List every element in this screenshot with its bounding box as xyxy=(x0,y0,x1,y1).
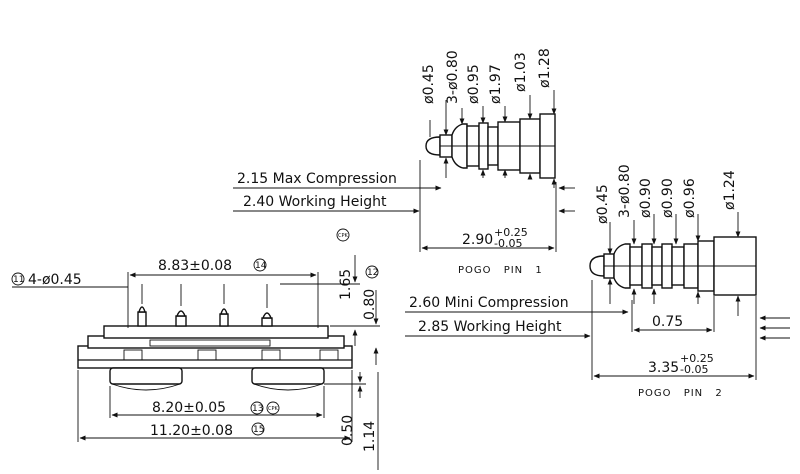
pitch-marker: 14 xyxy=(255,261,267,271)
pin1-working-height: 2.40 Working Height xyxy=(243,194,387,210)
connector-body xyxy=(77,325,353,391)
pin1-length-tol-minus: -0.05 xyxy=(494,237,522,250)
pin2-length-tol-minus: -0.05 xyxy=(680,363,708,376)
inner-marker-2: CPK xyxy=(268,406,279,412)
inner-width-dimension: 8.20±0.05 xyxy=(152,400,226,416)
pin1-outline xyxy=(425,113,556,179)
pin2-length: 3.35 xyxy=(648,360,679,376)
pin2-dim-4: ø0.90 xyxy=(660,178,676,218)
pin1-caption: POGO PIN 1 xyxy=(458,265,543,276)
pin1-length-tol-plus: +0.25 xyxy=(494,226,528,239)
pin2-caption: POGO PIN 2 xyxy=(638,388,723,399)
pin2-dim-5: ø0.96 xyxy=(682,178,698,218)
pin2-length-tol-plus: +0.25 xyxy=(680,352,714,365)
pin1-length: 2.90 xyxy=(462,232,493,248)
pitch-dimension: 8.83±0.08 xyxy=(158,258,232,274)
outer-marker: 15 xyxy=(253,425,264,435)
offset-dimension: 0.80 xyxy=(362,289,378,320)
pogo-pin-2: ø0.45 3-ø0.80 ø0.90 ø0.90 ø0.96 ø1.24 2.… xyxy=(405,164,790,399)
pin1-dim-4: ø1.97 xyxy=(488,64,504,104)
inner-marker: 13 xyxy=(252,404,263,414)
pin2-dim-1: ø0.45 xyxy=(595,184,611,224)
offset-marker: 12 xyxy=(367,268,378,278)
pin2-dim-6: ø1.24 xyxy=(722,170,738,210)
connector-pins xyxy=(137,284,273,327)
pin1-dim-5: ø1.03 xyxy=(513,52,529,92)
hole-spec: 4-ø0.45 xyxy=(28,272,82,288)
pin1-dim-3: ø0.95 xyxy=(466,64,482,104)
pin2-diameter-leaders xyxy=(607,212,741,316)
bottom-b-dimension: 1.14 xyxy=(362,421,378,452)
pin2-mini-compression: 2.60 Mini Compression xyxy=(409,295,569,311)
pin2-dim-2: 3-ø0.80 xyxy=(617,164,633,218)
pogo-pin-1: ø0.45 3-ø0.80 ø0.95 ø1.97 ø1.03 ø1.28 2.… xyxy=(233,48,575,276)
pin1-max-compression: 2.15 Max Compression xyxy=(237,171,397,187)
pin2-working-height: 2.85 Working Height xyxy=(418,319,562,335)
bottom-a-dimension: 0.50 xyxy=(340,415,356,446)
connector-assembly: 11 4-ø0.45 8.83±0.08 14 1.65 CPK 0.80 12… xyxy=(11,228,380,470)
pin2-outline xyxy=(589,236,757,296)
height-marker: CPK xyxy=(338,233,349,239)
pin1-dim-1: ø0.45 xyxy=(421,64,437,104)
pin2-step: 0.75 xyxy=(652,314,683,330)
pin1-dim-2: 3-ø0.80 xyxy=(445,50,461,104)
pin1-diameter-leaders xyxy=(429,90,557,188)
hole-marker: 11 xyxy=(13,275,24,285)
pin1-dim-6: ø1.28 xyxy=(537,48,553,88)
pin2-dim-3: ø0.90 xyxy=(638,178,654,218)
outer-width-dimension: 11.20±0.08 xyxy=(150,423,233,439)
height-dimension: 1.65 xyxy=(338,269,354,300)
